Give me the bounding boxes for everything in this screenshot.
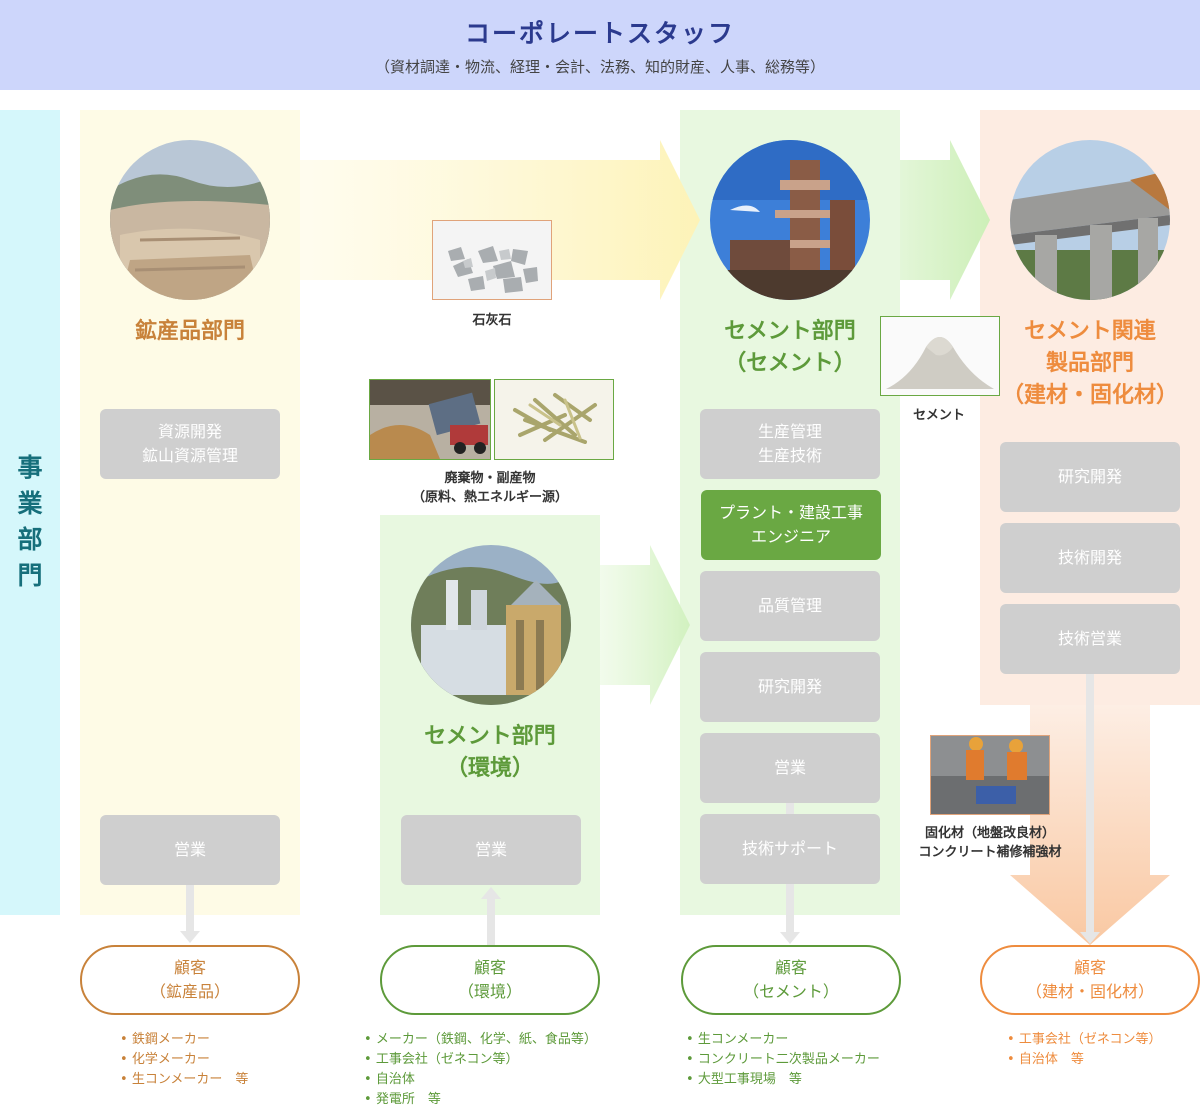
mineral-customer-list: 鉄鋼メーカー 化学メーカー 生コンメーカー 等 xyxy=(120,1030,249,1090)
corporate-staff-header: コーポレートスタッフ （資材調達・物流、経理・会計、法務、知的財産、人事、総務等… xyxy=(0,0,1200,90)
mineral-box-sales: 営業 xyxy=(100,815,280,885)
waste-caption-l1: 廃棄物・副産物 xyxy=(444,471,536,486)
cement-box-plant-l1: プラント・建設工事 xyxy=(718,503,863,522)
solidifier-caption-l2: コンクリート補修補強材 xyxy=(918,845,1062,860)
customer-mineral: 顧客 （鉱産品） xyxy=(80,945,300,1015)
list-item: 発電所 等 xyxy=(364,1090,597,1110)
products-box-rnd: 研究開発 xyxy=(1000,442,1180,512)
cement-box-production: 生産管理 生産技術 xyxy=(700,409,880,479)
customer-products: 顧客 （建材・固化材） xyxy=(980,945,1200,1015)
products-customer-list: 工事会社（ゼネコン等） 自治体 等 xyxy=(1007,1030,1162,1070)
cement-box-plant-l2: エンジニア xyxy=(750,527,831,546)
list-item: 鉄鋼メーカー xyxy=(120,1030,248,1050)
side-char-3: 部 xyxy=(17,525,43,554)
list-item: 生コンメーカー xyxy=(686,1030,880,1050)
list-item: 工事会社（ゼネコン等） xyxy=(1007,1030,1162,1050)
limestone-photo xyxy=(432,220,552,300)
products-heading: セメント関連 製品部門 （建材・固化材） xyxy=(980,316,1200,412)
cement-connector-1 xyxy=(786,803,794,815)
list-item: コンクリート二次製品メーカー xyxy=(686,1050,880,1070)
limestone-caption: 石灰石 xyxy=(472,313,512,328)
customer-mineral-sub: （鉱産品） xyxy=(149,982,230,1001)
environment-heading-l2: （環境） xyxy=(445,756,534,781)
environment-customer-list: メーカー（鉄鋼、化学、紙、食品等） 工事会社（ゼネコン等） 自治体 発電所 等 xyxy=(364,1030,597,1110)
side-char-2: 業 xyxy=(17,489,43,518)
customer-cement: 顧客 （セメント） xyxy=(681,945,901,1015)
cement-down-arrow xyxy=(780,884,800,944)
cement-box-rnd: 研究開発 xyxy=(700,652,880,722)
mineral-box-resource-l1: 資源開発 xyxy=(157,422,222,441)
side-char-1: 事 xyxy=(17,453,43,482)
mineral-connector xyxy=(186,885,194,915)
mineral-down-arrow xyxy=(180,913,200,943)
list-item: 化学メーカー xyxy=(120,1050,248,1070)
waste-caption-l2: （原料、熱エネルギー源） xyxy=(411,490,568,505)
cement-box-production-l1: 生産管理 xyxy=(757,422,822,441)
solidifier-caption-l1: 固化材（地盤改良材） xyxy=(924,826,1055,841)
products-box-tech-sales: 技術営業 xyxy=(1000,604,1180,674)
customer-mineral-title: 顧客 xyxy=(173,958,206,977)
arrow-cement-to-products xyxy=(900,140,990,300)
mineral-heading: 鉱産品部門 xyxy=(134,319,245,344)
waste-truck-photo xyxy=(369,379,491,460)
customer-products-sub: （建材・固化材） xyxy=(1025,982,1154,1001)
env-plant-photo xyxy=(411,545,571,705)
environment-heading-l1: セメント部門 xyxy=(424,724,556,749)
environment-heading: セメント部門 （環境） xyxy=(380,721,600,785)
list-item: 工事会社（ゼネコン等） xyxy=(364,1050,597,1070)
arrow-env-to-cement xyxy=(600,545,690,705)
list-item: 自治体 xyxy=(364,1070,597,1090)
list-item: メーカー（鉄鋼、化学、紙、食品等） xyxy=(364,1030,597,1050)
cement-heading-l2: （セメント） xyxy=(724,351,856,376)
solidifier-photo xyxy=(930,735,1050,815)
solidifier-caption: 固化材（地盤改良材） コンクリート補修補強材 xyxy=(905,824,1075,862)
bridge-photo xyxy=(1010,140,1170,300)
mineral-box-resource-l2: 鉱山資源管理 xyxy=(141,446,238,465)
mineral-box-resource: 資源開発 鉱山資源管理 xyxy=(100,409,280,479)
list-item: 生コンメーカー 等 xyxy=(120,1070,249,1090)
list-item: 大型工事現場 等 xyxy=(686,1070,880,1090)
waste-caption: 廃棄物・副産物 （原料、熱エネルギー源） xyxy=(380,469,600,507)
cement-box-quality: 品質管理 xyxy=(700,571,880,641)
business-divisions-band: 事 業 部 門 xyxy=(0,110,60,915)
header-subtitle: （資材調達・物流、経理・会計、法務、知的財産、人事、総務等） xyxy=(374,58,825,76)
side-label: 事 業 部 門 xyxy=(0,450,60,594)
environment-up-arrow xyxy=(481,887,501,947)
cement-customer-list: 生コンメーカー コンクリート二次製品メーカー 大型工事現場 等 xyxy=(686,1030,880,1090)
customer-cement-sub: （セメント） xyxy=(743,982,839,1001)
cement-box-tech-support: 技術サポート xyxy=(700,814,880,884)
side-char-4: 門 xyxy=(17,561,43,590)
header-title: コーポレートスタッフ xyxy=(464,19,735,48)
customer-environment-sub: （環境） xyxy=(457,982,522,1001)
cement-heading-l1: セメント部門 xyxy=(724,319,856,344)
cement-box-sales: 営業 xyxy=(700,733,880,803)
products-heading-l1: セメント関連 xyxy=(1024,319,1156,344)
wood-chips-photo xyxy=(494,379,614,460)
cement-box-production-l2: 生産技術 xyxy=(757,446,822,465)
customer-cement-title: 顧客 xyxy=(774,958,807,977)
cement-heading: セメント部門 （セメント） xyxy=(680,316,900,380)
cement-box-plant-engineering: プラント・建設工事 エンジニア xyxy=(701,490,881,560)
cement-caption: セメント xyxy=(913,408,965,423)
customer-environment-title: 顧客 xyxy=(473,958,506,977)
customer-environment: 顧客 （環境） xyxy=(380,945,600,1015)
environment-box-sales: 営業 xyxy=(401,815,581,885)
cement-powder-photo xyxy=(880,316,1000,396)
list-item: 自治体 等 xyxy=(1007,1050,1162,1070)
cement-plant-photo xyxy=(710,140,870,300)
mine-photo xyxy=(110,140,270,300)
products-heading-l2: 製品部門 xyxy=(1045,351,1134,376)
customer-products-title: 顧客 xyxy=(1073,958,1106,977)
products-box-tech-dev: 技術開発 xyxy=(1000,523,1180,593)
products-heading-l3: （建材・固化材） xyxy=(1001,383,1178,408)
products-down-arrow xyxy=(1080,674,1100,944)
